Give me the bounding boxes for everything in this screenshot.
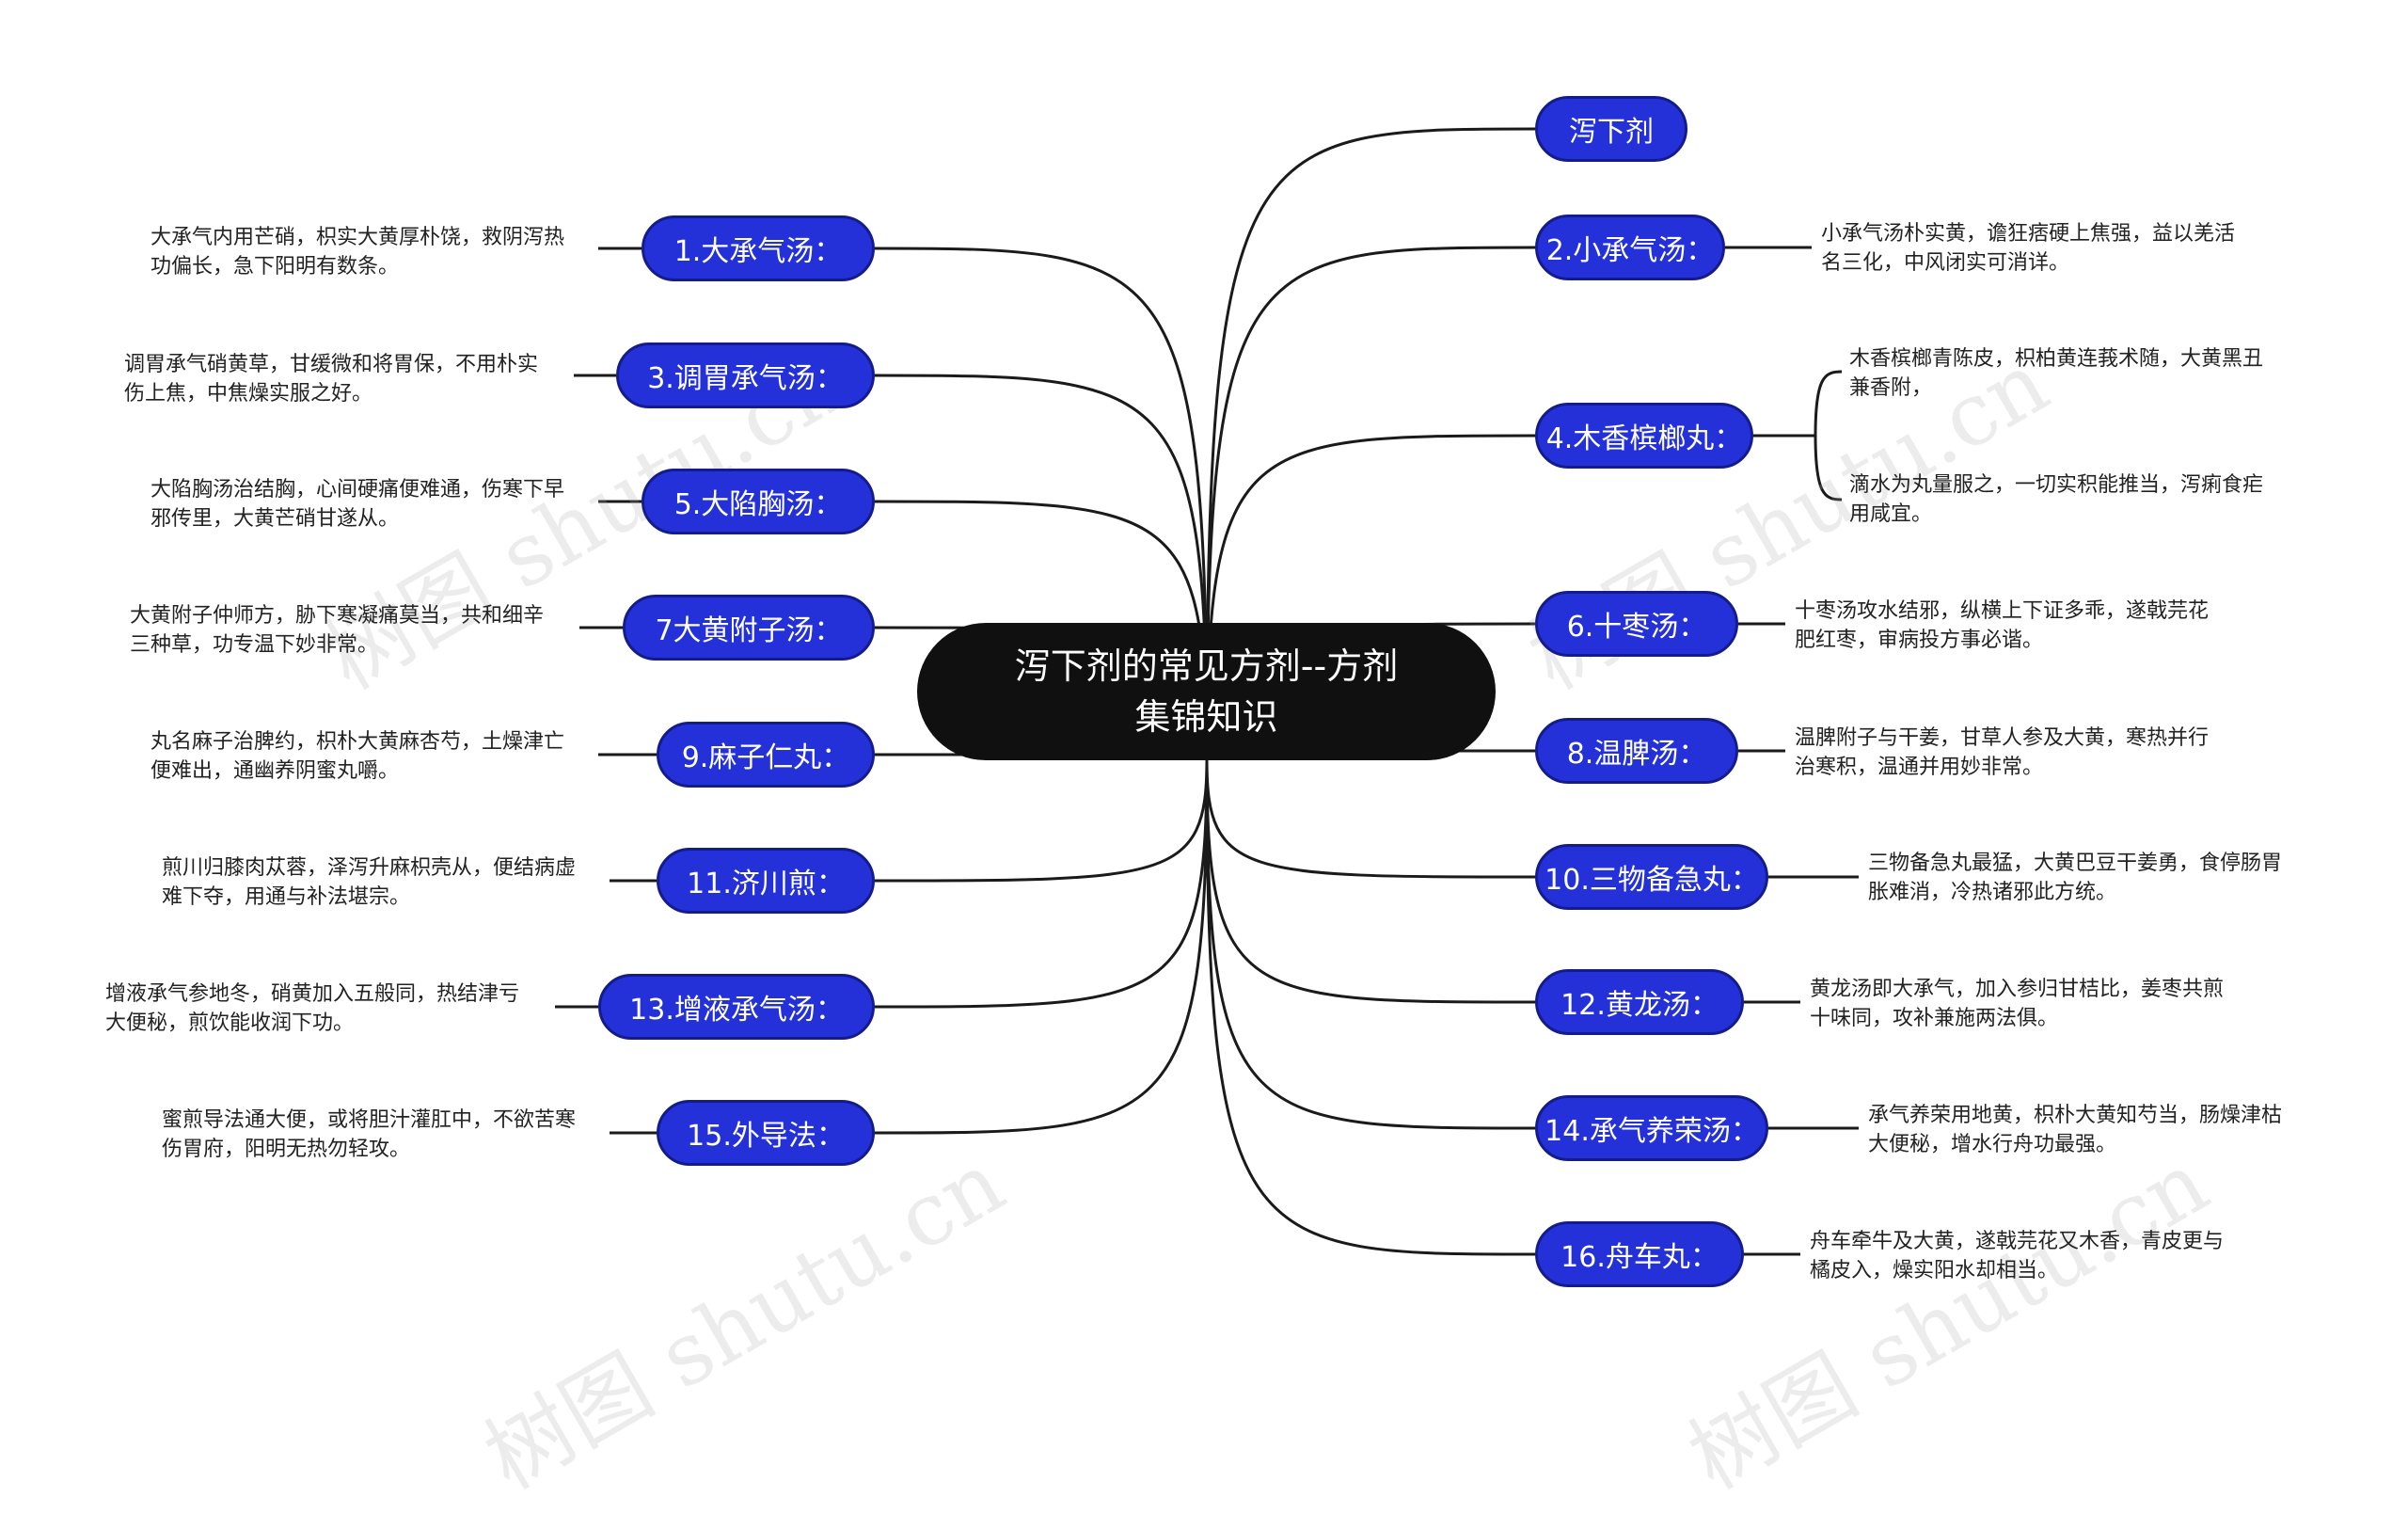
branch-node-4[interactable]: 4.木香槟榔丸： [1535,403,1753,469]
leaf-text-10: 三物备急丸最猛，大黄巴豆干姜勇，食停肠胃胀难消，冷热诸邪此方统。 [1868,852,2283,904]
branch-node-15[interactable]: 15.外导法： [657,1100,875,1166]
central-topic[interactable]: 泻下剂的常见方剂--方剂 集锦知识 [917,623,1496,760]
edge-n13 [874,759,1209,1009]
branch-node-6[interactable]: 6.十枣汤： [1535,591,1738,657]
edge-n2 [1205,246,1536,761]
edge-n3 [874,374,1209,761]
branch-node-2[interactable]: 2.小承气汤： [1535,215,1725,280]
edge-n11 [874,759,1209,883]
leaf-text-9: 丸名麻子治脾约，枳朴大黄麻杏芍，土燥津亡便难出，通幽养阴蜜丸嚼。 [150,730,565,783]
edge-n0 [1205,127,1536,761]
leaf-text-14: 承气养荣用地黄，枳朴大黄知芍当，肠燥津枯大便秘，增水行舟功最强。 [1868,1104,2283,1156]
branch-node-9[interactable]: 9.麻子仁丸： [657,722,875,788]
branch-node-7[interactable]: 7大黄附子汤： [623,595,875,661]
leaf-text-15: 蜜煎导法通大便，或将胆汁灌肛中，不欲苦寒伤胃府，阳明无热勿轻攻。 [162,1108,577,1161]
branch-node-5[interactable]: 5.大陷胸汤： [642,469,875,534]
branch-node-14[interactable]: 14.承气养荣汤： [1535,1095,1768,1161]
leaf-text-2: 小承气汤朴实黄，谵狂痞硬上焦强，益以羌活名三化，中风闭实可消详。 [1821,222,2236,275]
central-topic-line-1: 泻下剂的常见方剂--方剂 [1014,645,1399,687]
edge-n12 [1205,759,1536,1004]
leaf-edge-4b [1814,435,1843,502]
leaf-text-12: 黄龙汤即大承气，加入参归甘桔比，姜枣共煎十味同，攻补兼施两法俱。 [1810,978,2225,1030]
leaf-text-11: 煎川归膝肉苁蓉，泽泻升麻枳壳从，便结病虚难下夺，用通与补法堪宗。 [162,856,577,909]
leaf-edge-4a [1814,370,1843,437]
branch-node-16[interactable]: 16.舟车丸： [1535,1221,1744,1287]
leaf-text-13: 增液承气参地冬，硝黄加入五般同，热结津亏大便秘，煎饮能收润下功。 [105,982,520,1035]
branch-node-8[interactable]: 8.温脾汤： [1535,718,1738,784]
edge-n16 [1205,759,1536,1256]
leaf-text-6: 十枣汤攻水结邪，纵横上下证多乖，遂戟芫花肥红枣，审病投方事必谐。 [1795,599,2210,652]
branch-node-10[interactable]: 10.三物备急丸： [1535,844,1768,910]
leaf-text-7: 大黄附子仲师方，胁下寒凝痛莫当，共和细辛三种草，功专温下妙非常。 [130,604,545,657]
edge-n14 [1205,759,1536,1130]
edge-n10 [1205,759,1536,879]
branch-node-11[interactable]: 11.济川煎： [657,848,875,914]
leaf-text-16: 舟车牵牛及大黄，遂戟芫花又木香，青皮更与橘皮入，燥实阳水却相当。 [1810,1230,2225,1282]
leaf-text-4b: 滴水为丸量服之，一切实积能推当，泻痢食疟用咸宜。 [1849,473,2264,526]
branch-node-12[interactable]: 12.黄龙汤： [1535,969,1744,1035]
leaf-text-5: 大陷胸汤治结胸，心间硬痛便难通，伤寒下早邪传里，大黄芒硝甘遂从。 [150,478,565,531]
leaf-text-1: 大承气内用芒硝，枳实大黄厚朴饶，救阴泻热功偏长，急下阳明有数条。 [150,226,565,279]
edge-n1 [874,247,1209,761]
leaf-text-4a: 木香槟榔青陈皮，枳柏黄连莪术随，大黄黑丑兼香附， [1849,347,2264,400]
edge-n15 [874,759,1209,1135]
central-topic-line-2: 集锦知识 [1134,696,1278,738]
branch-node-xiexiaji[interactable]: 泻下剂 [1535,96,1687,162]
leaf-text-8: 温脾附子与干姜，甘草人参及大黄，寒热并行治寒积，温通并用妙非常。 [1795,726,2210,779]
leaf-text-3: 调胃承气硝黄草，甘缓微和将胃保，不用朴实伤上焦，中焦燥实服之好。 [124,353,539,406]
branch-node-13[interactable]: 13.增液承气汤： [598,974,875,1040]
branch-node-1[interactable]: 1.大承气汤： [642,215,875,281]
branch-node-3[interactable]: 3.调胃承气汤： [616,342,875,408]
